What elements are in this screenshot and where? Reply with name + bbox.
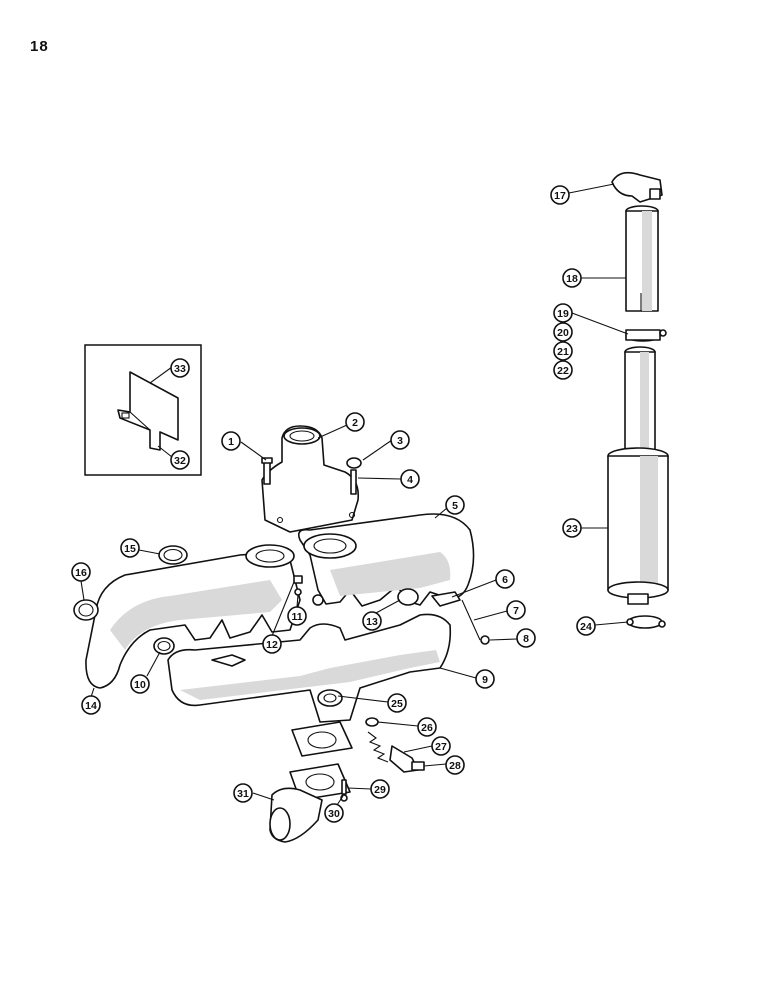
svg-text:2: 2: [352, 417, 358, 429]
callout-5: 5: [445, 495, 465, 515]
callout-13: 13: [362, 611, 382, 631]
svg-text:8: 8: [523, 633, 529, 645]
svg-text:23: 23: [566, 523, 578, 535]
callout-24: 24: [576, 616, 596, 636]
callout-29: 29: [370, 779, 390, 799]
callout-14: 14: [81, 695, 101, 715]
muffler-pipe: [624, 346, 656, 457]
svg-text:26: 26: [421, 722, 433, 734]
svg-text:17: 17: [554, 190, 566, 202]
svg-text:30: 30: [328, 808, 340, 820]
svg-text:28: 28: [449, 760, 461, 772]
svg-text:1: 1: [228, 436, 234, 448]
svg-text:31: 31: [237, 788, 249, 800]
svg-text:21: 21: [557, 346, 569, 358]
svg-text:24: 24: [580, 621, 592, 633]
plug: [211, 654, 246, 667]
svg-text:33: 33: [174, 363, 186, 375]
callout-28: 28: [445, 755, 465, 775]
gasket-ring: [153, 637, 175, 655]
valve-plug: [431, 591, 461, 607]
svg-text:16: 16: [75, 567, 87, 579]
svg-text:14: 14: [85, 700, 97, 712]
callout-6: 6: [495, 569, 515, 589]
callout-16: 16: [71, 562, 91, 582]
svg-text:7: 7: [513, 605, 519, 617]
svg-text:9: 9: [482, 674, 488, 686]
valve-washer: [365, 717, 379, 727]
callout-27: 27: [431, 736, 451, 756]
callout-33: 33: [170, 358, 190, 378]
inset-box: [84, 344, 202, 476]
callout-23: 23: [562, 518, 582, 538]
gasket-ring: [158, 545, 188, 565]
svg-text:11: 11: [291, 611, 302, 623]
svg-text:15: 15: [124, 543, 136, 555]
callout-21: 21: [553, 341, 573, 361]
svg-text:19: 19: [557, 308, 569, 320]
callout-32: 32: [170, 450, 190, 470]
left-exhaust-manifold: [85, 544, 301, 689]
rain-cap: [611, 171, 663, 203]
right-exhaust-manifold: [297, 513, 475, 607]
callout-12: 12: [262, 634, 282, 654]
svg-text:18: 18: [566, 273, 578, 285]
svg-text:20: 20: [557, 327, 569, 339]
svg-text:10: 10: [134, 679, 146, 691]
svg-text:4: 4: [407, 474, 413, 486]
callout-2: 2: [345, 412, 365, 432]
svg-text:29: 29: [374, 784, 386, 796]
callout-30: 30: [324, 803, 344, 823]
valve-spring: [367, 731, 389, 763]
callout-7: 7: [506, 600, 526, 620]
callout-9: 9: [475, 669, 495, 689]
screw: [341, 779, 347, 795]
nut: [346, 457, 362, 469]
gasket-ring: [397, 588, 419, 606]
gasket-ring: [73, 599, 99, 621]
callout-8: 8: [516, 628, 536, 648]
callout-10: 10: [130, 674, 150, 694]
callout-3: 3: [390, 430, 410, 450]
flange-gasket: [291, 721, 353, 757]
outlet-elbow: [261, 425, 360, 533]
callout-4: 4: [400, 469, 420, 489]
stud: [461, 599, 481, 641]
callout-26: 26: [417, 717, 437, 737]
bolt: [261, 457, 273, 485]
valve-cap: [411, 761, 425, 771]
clip: [293, 575, 303, 584]
nut: [480, 635, 490, 645]
svg-text:27: 27: [435, 741, 447, 753]
stud: [350, 469, 357, 495]
svg-text:22: 22: [557, 365, 569, 377]
callout-20: 20: [553, 322, 573, 342]
page-number: 18: [30, 38, 49, 55]
svg-text:6: 6: [502, 574, 508, 586]
lower-manifold: [167, 613, 452, 723]
svg-text:13: 13: [366, 616, 378, 628]
callout-18: 18: [562, 268, 582, 288]
svg-text:25: 25: [391, 698, 403, 710]
muffler: [607, 447, 669, 605]
svg-text:12: 12: [266, 639, 278, 651]
svg-text:5: 5: [452, 500, 458, 512]
valve-housing: [389, 745, 419, 773]
pipe-clamp: [625, 329, 667, 342]
callout-31: 31: [233, 783, 253, 803]
callout-15: 15: [120, 538, 140, 558]
callout-17: 17: [550, 185, 570, 205]
callout-1: 1: [221, 431, 241, 451]
svg-text:3: 3: [397, 435, 403, 447]
callout-22: 22: [553, 360, 573, 380]
leader-lines: [80, 183, 629, 806]
callout-11: 11: [287, 606, 307, 626]
exhaust-pipe: [625, 205, 659, 312]
washer: [294, 588, 302, 596]
svg-text:32: 32: [174, 455, 186, 467]
muffler-clamp: [626, 615, 666, 629]
callout-25: 25: [387, 693, 407, 713]
callout-19: 19: [553, 303, 573, 323]
